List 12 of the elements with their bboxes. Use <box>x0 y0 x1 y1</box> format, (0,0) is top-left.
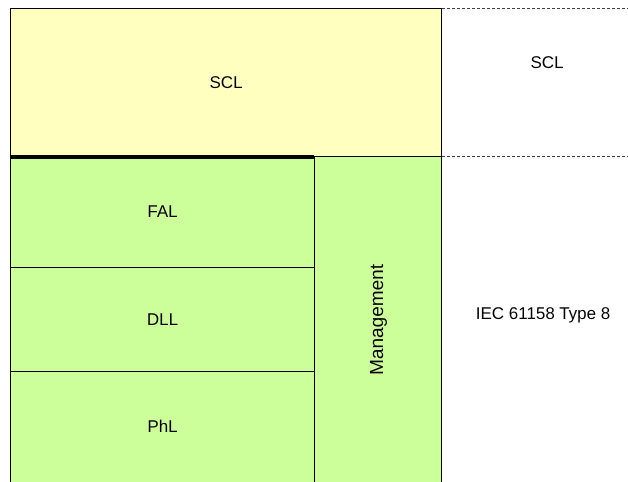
layer-name: FAL <box>147 202 178 222</box>
layer-box <box>10 156 315 268</box>
layer-box <box>314 156 442 482</box>
layer-label: SCL <box>529 52 565 74</box>
standard-label: IEC 61158 Type 8 <box>474 303 612 325</box>
layer-name: DLL <box>146 310 178 330</box>
layer-box <box>10 371 315 482</box>
layer-name: Management <box>367 264 389 375</box>
layer-name: SCL <box>209 72 243 92</box>
layer-box <box>10 8 442 157</box>
layer-box <box>10 267 315 372</box>
layer-name: PhL <box>147 417 178 437</box>
